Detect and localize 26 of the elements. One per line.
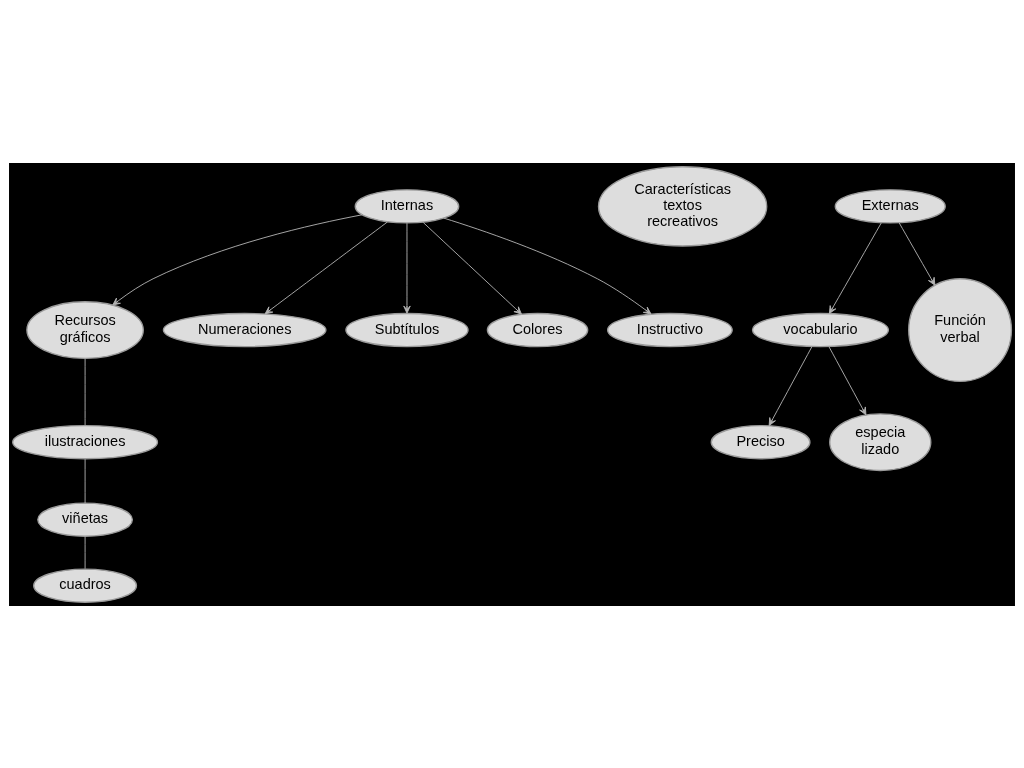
- node-ellipse: Colores: [486, 312, 589, 347]
- arrow: [422, 221, 522, 315]
- node-ellipse: Características textos recreativos: [597, 165, 768, 247]
- node-ellipse: Externas: [834, 188, 946, 224]
- node-ellipse: Preciso: [710, 424, 811, 459]
- node-ellipse: Recursos gráficos: [26, 300, 144, 359]
- node-ellipse: Internas: [354, 188, 460, 224]
- node-ellipse: Numeraciones: [162, 312, 327, 347]
- node-ellipse: ilustraciones: [12, 424, 159, 459]
- connector: [84, 458, 86, 503]
- arrow: [898, 222, 936, 286]
- node-ellipse: especia lizado: [829, 412, 932, 471]
- node-ellipse: viñetas: [37, 502, 134, 537]
- arrow: [443, 217, 652, 315]
- node-ellipse: cuadros: [33, 567, 138, 603]
- connector: [84, 357, 86, 426]
- arrow: [768, 345, 813, 426]
- connector: [84, 535, 86, 569]
- arrow: [264, 221, 388, 314]
- node-ellipse: Instructivo: [606, 312, 733, 347]
- arrow: [112, 213, 363, 306]
- arrow: [403, 222, 411, 314]
- arrow: [828, 222, 882, 314]
- node-ellipse: Subtítulos: [345, 312, 469, 347]
- arrow: [828, 345, 867, 415]
- node-ellipse: vocabulario: [751, 312, 890, 347]
